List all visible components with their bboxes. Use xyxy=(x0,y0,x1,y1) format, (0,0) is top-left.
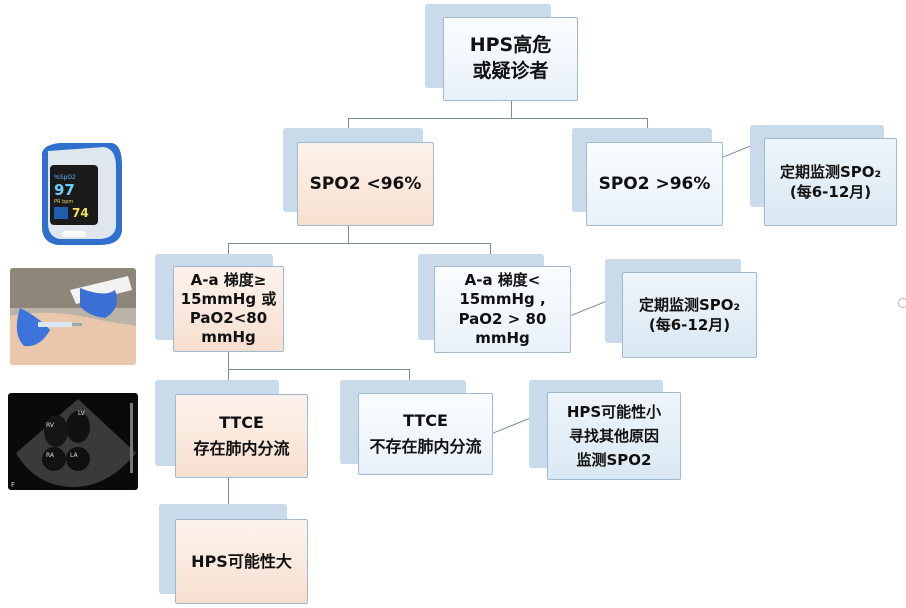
blood-draw-photo xyxy=(10,268,136,365)
node-ttce-positive-line1: TTCE xyxy=(219,413,264,433)
node-ttce-negative: TTCE 不存在肺内分流 xyxy=(358,393,493,475)
echo-label-rv: RV xyxy=(46,422,55,429)
node-aa-low: A-a 梯度< 15mmHg , PaO2 > 80 mmHg xyxy=(434,266,571,353)
node-aa-low-line4: mmHg xyxy=(475,328,530,347)
node-aa-high-line3: PaO2<80 xyxy=(189,309,268,327)
node-monitor-top-line2: (每6-12月) xyxy=(789,183,872,201)
connector-root-down xyxy=(511,101,513,119)
svg-text:%SpO2: %SpO2 xyxy=(54,174,76,181)
connector-spo2-low-down xyxy=(348,226,350,244)
node-ttce-positive: TTCE 存在肺内分流 xyxy=(175,394,308,478)
echo-label-ra: RA xyxy=(46,452,55,459)
echo-corner-label: F xyxy=(11,481,15,489)
slide-edge-dot xyxy=(898,298,906,308)
node-monitor-mid-line1: 定期监测SPO₂ xyxy=(638,295,741,314)
node-monitor-top: 定期监测SPO₂ (每6-12月) xyxy=(764,138,897,226)
node-aa-low-line2: 15mmHg , xyxy=(459,290,546,309)
node-ttce-negative-line1: TTCE xyxy=(403,411,448,431)
node-aa-high: A-a 梯度≥ 15mmHg 或 PaO2<80 mmHg xyxy=(173,266,284,352)
node-spo2-low: SPO2 <96% xyxy=(297,142,434,226)
node-aa-high-line2: 15mmHg 或 xyxy=(180,289,277,308)
node-monitor-mid-line2: (每6-12月) xyxy=(648,316,731,334)
echocardiogram-image: LV RV RA LA F xyxy=(8,393,138,490)
node-hps-unlikely-line1: HPS可能性小 xyxy=(566,403,662,421)
node-aa-high-line1: A-a 梯度≥ xyxy=(190,270,267,289)
svg-text:PR bpm: PR bpm xyxy=(54,199,73,205)
echo-label-lv: LV xyxy=(78,410,86,417)
node-hps-likely-label: HPS可能性大 xyxy=(191,551,292,571)
node-root: HPS高危 或疑诊者 xyxy=(443,17,578,101)
node-spo2-low-label: SPO2 <96% xyxy=(309,173,422,194)
oximeter-reading-1: 97 xyxy=(54,181,75,199)
connector-aa-high-branch xyxy=(228,369,410,371)
node-ttce-negative-line2: 不存在肺内分流 xyxy=(369,437,482,456)
node-spo2-high-label: SPO2 >96% xyxy=(598,173,711,194)
oximeter-reading-2: 74 xyxy=(72,206,89,220)
node-root-line2: 或疑诊者 xyxy=(472,60,549,82)
connector-aa-high-down xyxy=(228,352,230,370)
node-monitor-mid: 定期监测SPO₂ (每6-12月) xyxy=(622,272,757,358)
connector-root-branch xyxy=(348,118,648,120)
node-hps-unlikely: HPS可能性小 寻找其他原因 监测SPO2 xyxy=(547,392,681,480)
node-aa-high-line4: mmHg xyxy=(201,328,256,347)
node-hps-likely: HPS可能性大 xyxy=(175,519,308,604)
node-monitor-top-line1: 定期监测SPO₂ xyxy=(779,162,882,181)
pulse-oximeter-image: %SpO2 97 PR bpm 74 xyxy=(20,135,125,250)
echo-label-la: LA xyxy=(70,452,78,459)
connector-spo2-low-branch xyxy=(228,243,491,245)
node-hps-unlikely-line3: 监测SPO2 xyxy=(576,451,652,469)
node-spo2-high: SPO2 >96% xyxy=(586,142,723,226)
node-aa-low-line3: PaO2 > 80 xyxy=(458,309,547,328)
node-ttce-positive-line2: 存在肺内分流 xyxy=(193,439,290,458)
node-hps-unlikely-line2: 寻找其他原因 xyxy=(568,427,659,445)
node-root-line1: HPS高危 xyxy=(469,34,552,57)
node-aa-low-line1: A-a 梯度< xyxy=(464,271,541,290)
